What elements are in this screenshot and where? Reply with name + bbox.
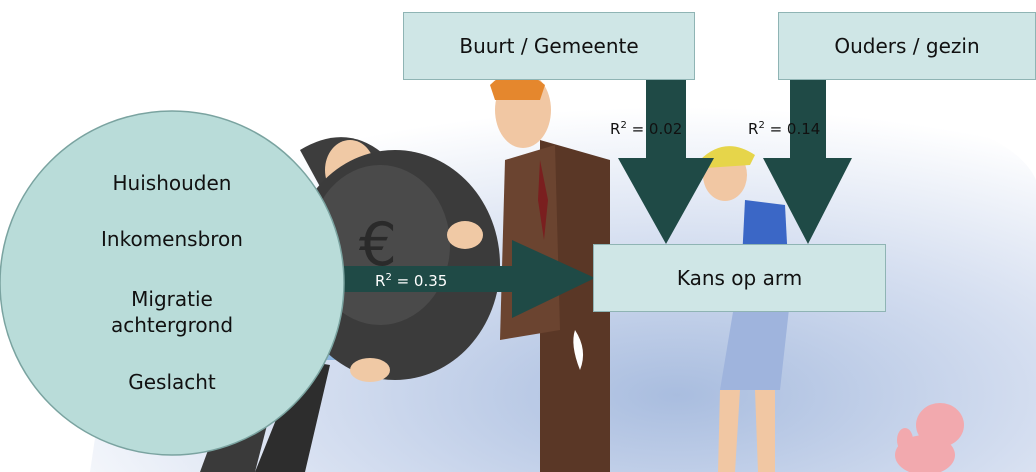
arrow-individual-right [326,240,595,318]
neighborhood-box-label: Buurt / Gemeente [459,34,639,58]
baby-illustration [895,403,964,472]
arrow-parents-down [763,78,852,244]
parents-box: Ouders / gezin [778,12,1036,80]
r-squared-parents: R2 = 0.14 [748,120,821,138]
neighborhood-box: Buurt / Gemeente [403,12,695,80]
outcome-box: Kans op arm [593,244,886,312]
parents-box-label: Ouders / gezin [834,34,980,58]
r-squared-individual: R2 = 0.35 [375,272,448,290]
factor-label-income-source: Inkomensbron [101,227,243,251]
factor-label-gender: Geslacht [128,370,216,394]
factors-circle [0,110,345,456]
factor-label-household: Huishouden [112,171,232,195]
outcome-box-label: Kans op arm [676,266,803,290]
r-squared-neighborhood: R2 = 0.02 [610,120,683,138]
factor-label-migration-background: Migratie achtergrond [110,287,234,337]
arrow-neighborhood-down [618,78,714,244]
